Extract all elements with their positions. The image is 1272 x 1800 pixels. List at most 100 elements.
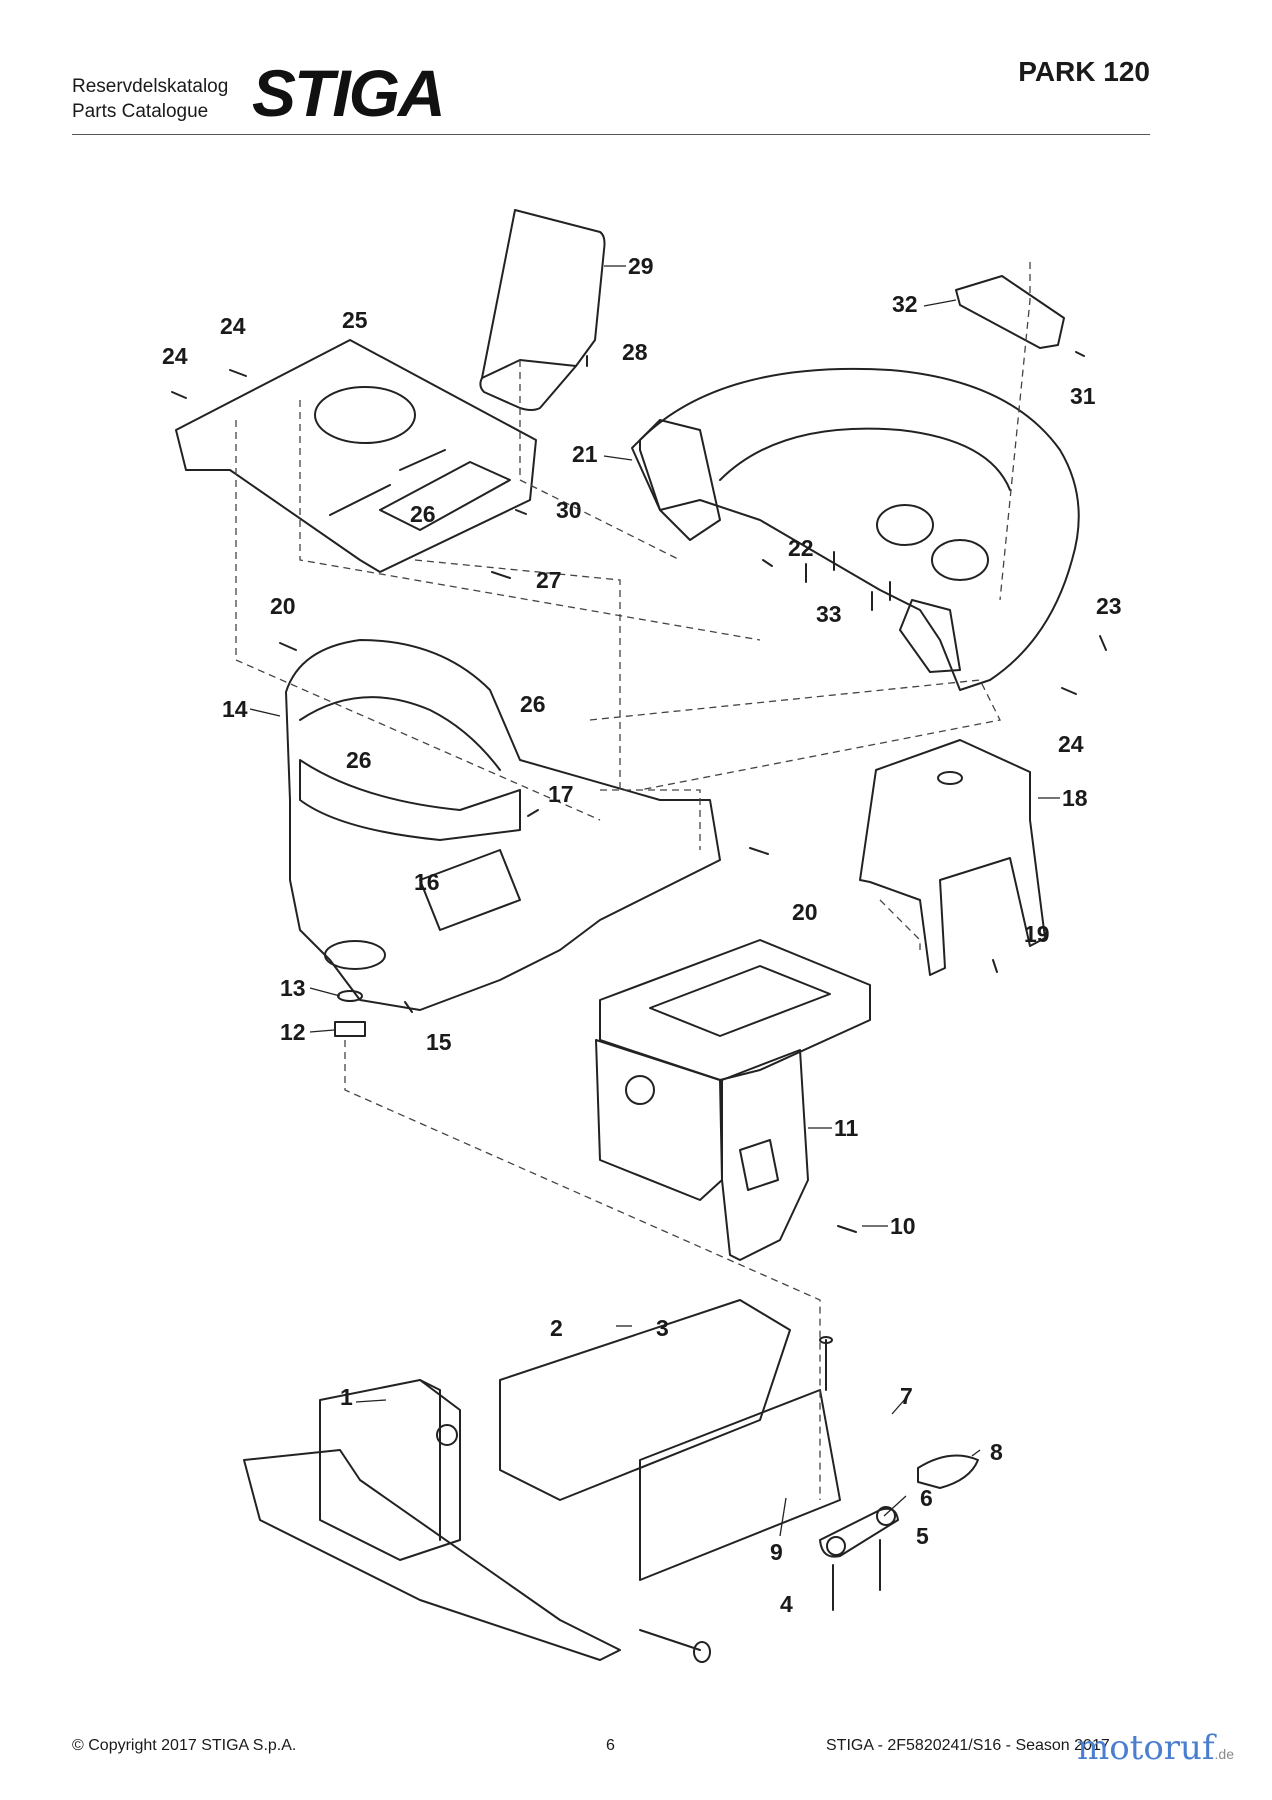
part-10-bolt <box>837 1225 857 1233</box>
leader-21 <box>603 455 633 461</box>
part-11-right-plate <box>721 1049 809 1261</box>
part-20b-bolt <box>749 847 769 855</box>
part-14-strap <box>299 759 521 841</box>
motoruf-watermark: motoruf.de <box>1077 1728 1234 1768</box>
assembly-line-e <box>999 262 1031 601</box>
callout-4: 4 <box>780 1591 793 1617</box>
leader-9 <box>779 1497 787 1537</box>
part-1-chassis-beam <box>639 1389 841 1581</box>
footer-copyright: © Copyright 2017 STIGA S.p.A. <box>72 1737 297 1754</box>
leader-13 <box>309 987 341 997</box>
part-21-mount-a <box>876 504 934 546</box>
watermark-name: motoruf <box>1076 1728 1215 1768</box>
callout-3: 3 <box>656 1315 669 1341</box>
part-18-bracket <box>859 739 1046 976</box>
part-22-nut <box>762 559 773 567</box>
callout-1: 1 <box>340 1384 353 1410</box>
callout-13: 13 <box>280 975 306 1001</box>
part-14-body <box>285 639 721 1011</box>
watermark-tld: .de <box>1214 1746 1234 1762</box>
callout-29: 29 <box>628 253 654 279</box>
part-25-plate <box>175 339 537 573</box>
assembly-line-a <box>235 420 601 821</box>
callout-9: 9 <box>770 1539 783 1565</box>
part-21-mount-b <box>931 539 989 581</box>
part-17-nut <box>527 809 539 817</box>
part-25-bracket <box>379 461 511 531</box>
callout-17: 17 <box>548 781 574 807</box>
callout-30: 30 <box>556 497 582 523</box>
callout-26-body: 26 <box>520 691 546 717</box>
callout-19: 19 <box>1024 921 1050 947</box>
part-6-link <box>819 1507 899 1558</box>
assembly-line-d <box>519 360 681 561</box>
header-divider <box>72 134 1150 135</box>
assembly-line-g <box>344 1040 821 1500</box>
callout-31: 31 <box>1070 383 1096 409</box>
assembly-line-b <box>299 400 761 641</box>
part-14-rim <box>299 696 501 771</box>
callout-32: 32 <box>892 291 918 317</box>
part-30-nut <box>515 509 527 515</box>
part-1-tower-face <box>419 1379 441 1541</box>
part-11-left-hole <box>625 1075 655 1105</box>
callout-28: 28 <box>622 339 648 365</box>
callout-33: 33 <box>816 601 842 627</box>
assembly-line-h <box>600 789 701 850</box>
callout-5: 5 <box>916 1523 929 1549</box>
callout-27: 27 <box>536 567 562 593</box>
part-21-fender-inner <box>719 427 1011 491</box>
callout-21: 21 <box>572 441 598 467</box>
callout-2: 2 <box>550 1315 563 1341</box>
callout-11: 11 <box>834 1115 859 1141</box>
model-name: PARK 120 <box>1018 56 1150 87</box>
part-15-bolt <box>404 1001 413 1013</box>
part-20a-bolt <box>279 642 297 651</box>
part-29-fold <box>481 359 577 379</box>
leader-14 <box>249 708 281 717</box>
part-1-axle <box>639 1629 701 1651</box>
part-1-front-plate <box>243 1449 621 1661</box>
part-13-washer <box>337 990 363 1002</box>
part-25-cutout <box>314 386 416 444</box>
catalog-title-swedish: Reservdelskatalog <box>72 76 229 97</box>
catalog-title-english: Parts Catalogue <box>72 101 209 122</box>
catalog-title: Reservdelskatalog Parts Catalogue <box>72 74 228 124</box>
callout-16: 16 <box>414 869 440 895</box>
callout-24-left: 24 <box>162 343 188 369</box>
part-21-fender-outer <box>639 367 1080 691</box>
part-24b-bolt <box>171 391 187 399</box>
leader-1 <box>355 1399 387 1403</box>
part-1-axle-end <box>693 1641 711 1663</box>
part-25-slot-a <box>329 484 391 516</box>
part-25-slot-b <box>399 449 446 471</box>
callout-10: 10 <box>890 1213 916 1239</box>
part-6-bush-b <box>876 1506 896 1526</box>
callout-6: 6 <box>920 1485 933 1511</box>
stiga-logo: STIGA <box>252 62 446 124</box>
part-19-screw <box>992 959 998 973</box>
part-24c-bolt <box>1061 687 1077 695</box>
part-23-pin <box>1099 635 1107 651</box>
part-11-left-plate <box>595 1039 723 1201</box>
stiga-logo-text: STIGA <box>252 62 444 124</box>
callout-24-upper: 24 <box>220 313 246 339</box>
leader-12 <box>309 1029 335 1033</box>
leader-6 <box>883 1495 907 1517</box>
callout-23: 23 <box>1096 593 1122 619</box>
callout-7: 7 <box>900 1383 913 1409</box>
callout-18: 18 <box>1062 785 1088 811</box>
callout-12: 12 <box>280 1019 306 1045</box>
part-18-hole <box>937 771 963 785</box>
assembly-line-c <box>414 559 621 790</box>
footer-page-number: 6 <box>606 1737 615 1754</box>
part-6-bush-a <box>826 1536 846 1556</box>
callout-24-right: 24 <box>1058 731 1084 757</box>
assembly-line-i <box>879 899 921 950</box>
part-29-panel <box>479 209 606 411</box>
leader-32 <box>923 299 957 307</box>
callout-22: 22 <box>788 535 814 561</box>
callout-20-lower: 20 <box>792 899 818 925</box>
part-31-nut <box>1075 351 1085 357</box>
